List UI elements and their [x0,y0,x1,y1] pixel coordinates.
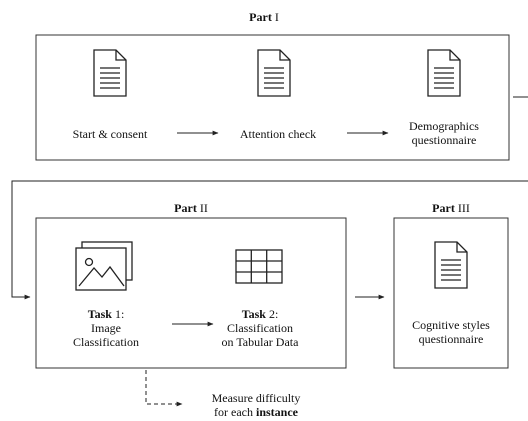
connector-part1-to-part2 [11,96,528,297]
dashed-arrow-to-note [145,370,183,407]
part1-title-bold: Part [249,10,272,24]
step-demographics-label: Demographics questionnaire [384,119,504,147]
difficulty-note: Measure difficulty for each instance [196,391,316,419]
task1-line2: Image [91,321,121,335]
part2-box [35,217,347,369]
task1-line1: Task 1: [56,307,156,321]
table-grid-icon [235,249,283,284]
part3-label-line2: questionnaire [418,332,484,346]
task2-line3: on Tabular Data [221,335,299,349]
task2-num: 2: [265,307,279,321]
part3-label: Cognitive styles questionnaire [396,318,506,346]
task2-label: Task 2: Classification on Tabular Data [205,307,315,349]
task1-line3: Classification [73,335,139,349]
difficulty-note-line2: for each instance [196,405,316,419]
task2-line2: Classification [227,321,293,335]
part3-title: Part III [418,201,484,215]
task2-bold: Task [241,307,266,321]
task1-bold: Task [87,307,112,321]
document-icon [427,49,461,97]
part3-box [393,217,509,369]
difficulty-note-bold: instance [255,405,298,419]
document-icon [257,49,291,97]
image-gallery-icon [75,241,133,291]
part1-box [35,34,510,161]
part1-title: Part I [234,10,294,24]
step-demographics-line2: questionnaire [411,133,477,147]
part3-title-bold: Part [432,201,455,215]
document-icon [93,49,127,97]
part1-title-num: I [274,10,279,24]
part3-label-line1: Cognitive styles [412,318,490,332]
step-demographics-line1: Demographics [409,119,479,133]
part2-title-bold: Part [174,201,197,215]
difficulty-note-prefix: for each [214,405,256,419]
document-icon [434,241,468,289]
task1-label: Task 1: Image Classification [56,307,156,349]
part2-title-num: II [199,201,208,215]
task2-line1: Task 2: [205,307,315,321]
step-attention-check-label: Attention check [239,127,317,141]
part3-title-num: III [457,201,470,215]
task1-num: 1: [111,307,125,321]
part2-title: Part II [161,201,221,215]
step-start-consent-label: Start & consent [72,127,148,141]
difficulty-note-line1: Measure difficulty [211,391,301,405]
